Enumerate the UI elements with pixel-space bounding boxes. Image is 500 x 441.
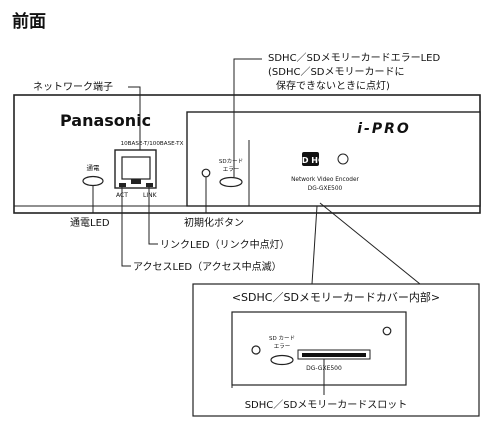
init-button-hole [201, 168, 211, 178]
inset-cover-screw-icon [382, 326, 392, 336]
sd-cover-inside-inset: <SDHC／SDメモリーカードカバー内部> SD カード エラー DG-GXE5… [192, 283, 480, 417]
sd-card-slot [302, 353, 366, 357]
sd-error-label-line2: エラー [223, 166, 240, 173]
leader-sd-error-led [233, 58, 262, 177]
page-heading: 前面 [12, 11, 46, 32]
inset-sd-error-led [270, 354, 294, 366]
brand-logo: Panasonic [60, 111, 151, 130]
sd-error-label-line1: SDカード [219, 158, 243, 165]
cover-screw-icon [337, 153, 349, 165]
leader-inset-left [311, 205, 318, 285]
device-front-panel: Panasonic 通電 10BASE-T/100BASE-TX ACT LIN… [13, 94, 481, 214]
callout-power-led: 通電LED [70, 186, 110, 229]
i-pro-logo: i-PRO [357, 121, 411, 137]
inset-sd-label-line1: SD カード [269, 335, 295, 342]
callout-link-led-text: リンクLED（リンク中点灯） [160, 238, 290, 251]
leader-inset-right [319, 202, 421, 285]
model-line2: DG-GXE500 [308, 186, 343, 192]
callout-network-port: ネットワーク端子 [33, 80, 141, 150]
callout-power-led-text: 通電LED [70, 217, 110, 229]
callout-network-port-text: ネットワーク端子 [33, 80, 113, 93]
sdhc-logo-icon: SD HC [296, 152, 324, 166]
callout-access-led-text: アクセスLED（アクセス中点滅） [133, 260, 282, 273]
link-label: LINK [143, 192, 158, 199]
leader-network-port [128, 86, 141, 150]
inset-cover-area [231, 311, 407, 386]
power-led-label: 通電 [87, 163, 101, 172]
callout-sd-error-led-line3: 保存できないときに点灯) [276, 79, 390, 92]
callout-link-led: リンクLED（リンク中点灯） [148, 187, 290, 251]
callout-init-button: 初期化ボタン [184, 177, 244, 229]
model-line1: Network Video Encoder [291, 177, 359, 183]
power-led [82, 175, 104, 187]
callout-sd-error-led-line1: SDHC／SDメモリーカードエラーLED [268, 52, 440, 64]
inset-slot-caption: SDHC／SDメモリーカードスロット [245, 399, 408, 411]
sd-card-cover [186, 111, 481, 207]
callout-sd-error-led-line2: (SDHC／SDメモリーカードに [268, 66, 405, 78]
inset-sd-label-line2: エラー [274, 343, 291, 350]
network-port-latch [131, 179, 141, 184]
inset-init-hole [251, 345, 261, 355]
sd-logo-text: SD HC [296, 156, 324, 165]
leader-access-led [121, 187, 131, 267]
callout-init-button-text: 初期化ボタン [184, 216, 244, 229]
link-led [146, 183, 153, 187]
act-led [119, 183, 126, 187]
port-spec-label: 10BASE-T/100BASE-TX [121, 141, 184, 147]
callout-access-led: アクセスLED（アクセス中点滅） [121, 187, 282, 273]
network-port [121, 156, 151, 180]
callout-sd-error-led: SDHC／SDメモリーカードエラーLED (SDHC／SDメモリーカードに 保存… [233, 52, 440, 177]
sd-error-led [219, 176, 243, 188]
leader-link-led [148, 187, 158, 245]
inset-title: <SDHC／SDメモリーカードカバー内部> [232, 290, 440, 304]
